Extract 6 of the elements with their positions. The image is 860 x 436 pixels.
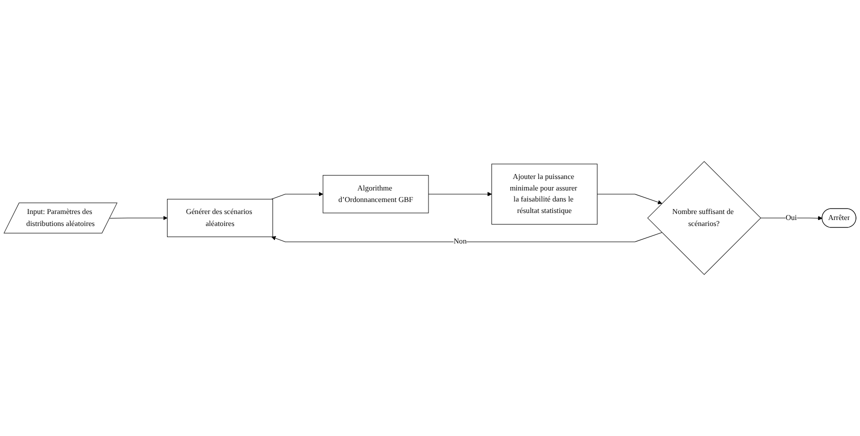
arrow: [271, 192, 324, 200]
arrow: [596, 194, 662, 204]
arrow: [110, 216, 168, 220]
arrow: [428, 192, 492, 196]
arrow: [271, 232, 662, 242]
arrow: [760, 216, 822, 220]
